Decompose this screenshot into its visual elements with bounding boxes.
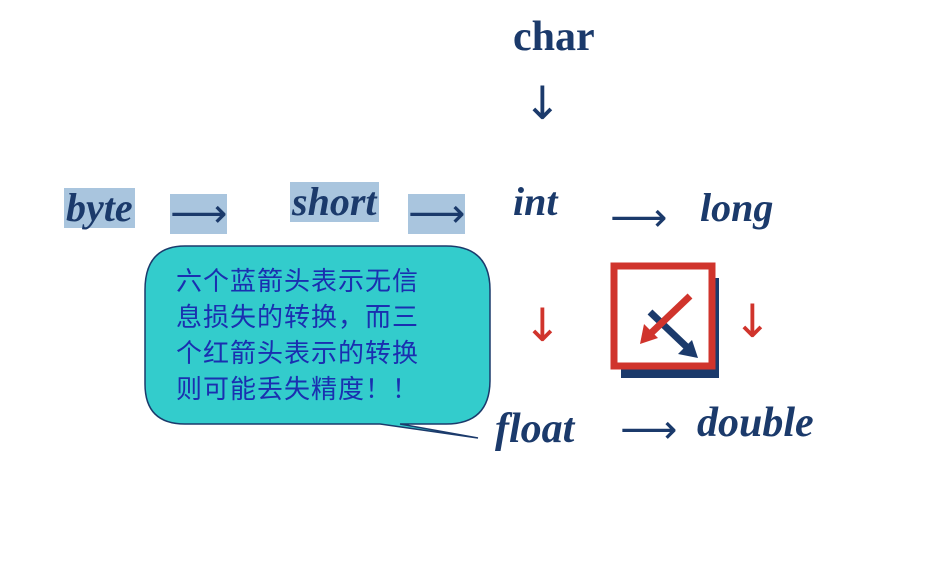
callout-line-3: 个红箭头表示的转换 xyxy=(176,339,420,369)
callout-line-2: 息损失的转换，而三 xyxy=(176,303,420,333)
arrow-byte-to-short: ⟶ xyxy=(170,191,228,237)
diagonal-lossy-conversion-icon xyxy=(610,262,725,384)
arrow-int-to-float: ↓ xyxy=(523,298,562,352)
arrow-int-to-long: ⟶ xyxy=(610,195,668,241)
callout-line-4: 则可能丢失精度！！ xyxy=(176,375,420,405)
node-long: long xyxy=(700,185,774,230)
node-short: short xyxy=(290,179,379,224)
arrow-long-to-double: ↓ xyxy=(733,294,772,348)
arrow-short-to-int: ⟶ xyxy=(408,191,466,237)
callout-bubble-shape xyxy=(144,245,491,439)
arrow-char-to-int: ↓ xyxy=(523,76,562,130)
node-float: float xyxy=(495,406,575,452)
node-int: int xyxy=(513,179,558,224)
arrow-float-to-double: ⟶ xyxy=(620,407,678,453)
callout-text: 六个蓝箭头表示无信 息损失的转换，而三 个红箭头表示的转换 则可能丢失精度！！ xyxy=(176,264,466,408)
node-double: double xyxy=(697,400,814,446)
node-byte: byte xyxy=(64,185,135,230)
node-char: char xyxy=(513,14,595,60)
callout-line-1: 六个蓝箭头表示无信 xyxy=(176,267,420,297)
